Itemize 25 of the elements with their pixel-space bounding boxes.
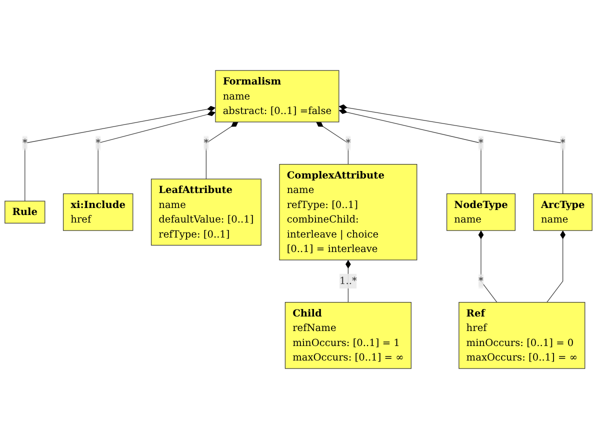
connector: [346, 260, 351, 303]
edge-label: *: [346, 137, 351, 149]
connector: [98, 110, 216, 194]
node-box: [150, 178, 262, 246]
node-box: [215, 70, 340, 122]
edge-label: *: [478, 275, 484, 287]
edge-label: *: [478, 137, 484, 149]
node-box: [458, 302, 586, 369]
node-box: [284, 302, 412, 369]
connector: [546, 230, 566, 303]
edge-label: *: [96, 137, 101, 149]
edge-label: *: [22, 137, 28, 149]
node-box: [62, 193, 134, 231]
connector: [24, 106, 216, 202]
connector: [338, 108, 482, 194]
connector: [316, 122, 348, 165]
edge-label: *: [560, 137, 566, 149]
connector: [338, 104, 564, 194]
edge-label: *: [204, 137, 209, 149]
node-box: [279, 164, 418, 260]
node-box: [446, 193, 516, 231]
node-box: [533, 193, 592, 231]
edge-label: 1..*: [339, 275, 357, 287]
connector: [206, 122, 238, 180]
node-box: [4, 200, 46, 224]
